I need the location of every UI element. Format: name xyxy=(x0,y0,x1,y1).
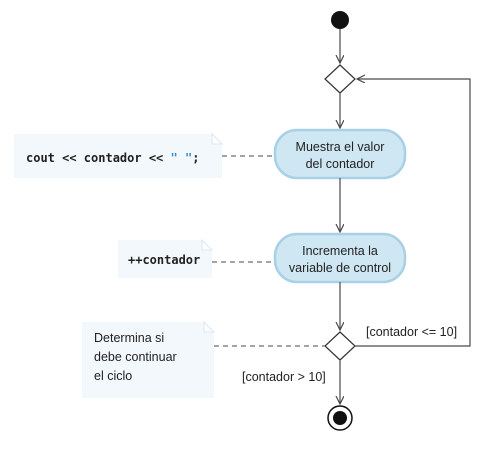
cout-code-part1: cout << contador << xyxy=(26,151,171,165)
final-node-core xyxy=(333,411,347,425)
increment-note-code: ++contador xyxy=(128,253,200,267)
show-counter-label-line1: Muestra el valor xyxy=(296,140,385,154)
guard-continue: [contador <= 10] xyxy=(366,325,457,339)
merge-node xyxy=(324,64,356,94)
initial-node xyxy=(331,11,349,29)
cout-note-code: cout << contador << " "; xyxy=(26,151,199,165)
flow-loop-back xyxy=(355,79,471,347)
increment-label-line1: Incrementa la xyxy=(302,244,378,258)
cout-code-part2: ; xyxy=(192,151,199,165)
increment-label-line2: variable de control xyxy=(289,261,391,275)
decide-note-fold xyxy=(203,320,216,333)
decide-note-line3: el ciclo xyxy=(94,369,132,383)
cout-note-fold xyxy=(211,132,224,145)
decide-note-line2: debe continuar xyxy=(94,350,177,364)
decide-note-line1: Determina si xyxy=(94,331,164,345)
show-counter-label-line2: del contador xyxy=(306,157,375,171)
guard-exit: [contador > 10] xyxy=(242,370,326,384)
cout-code-string: " " xyxy=(171,151,193,165)
increment-note-fold xyxy=(201,238,214,251)
decision-node xyxy=(324,331,356,361)
decide-note xyxy=(82,322,214,398)
increment-note xyxy=(118,240,212,278)
cout-note xyxy=(14,134,222,178)
